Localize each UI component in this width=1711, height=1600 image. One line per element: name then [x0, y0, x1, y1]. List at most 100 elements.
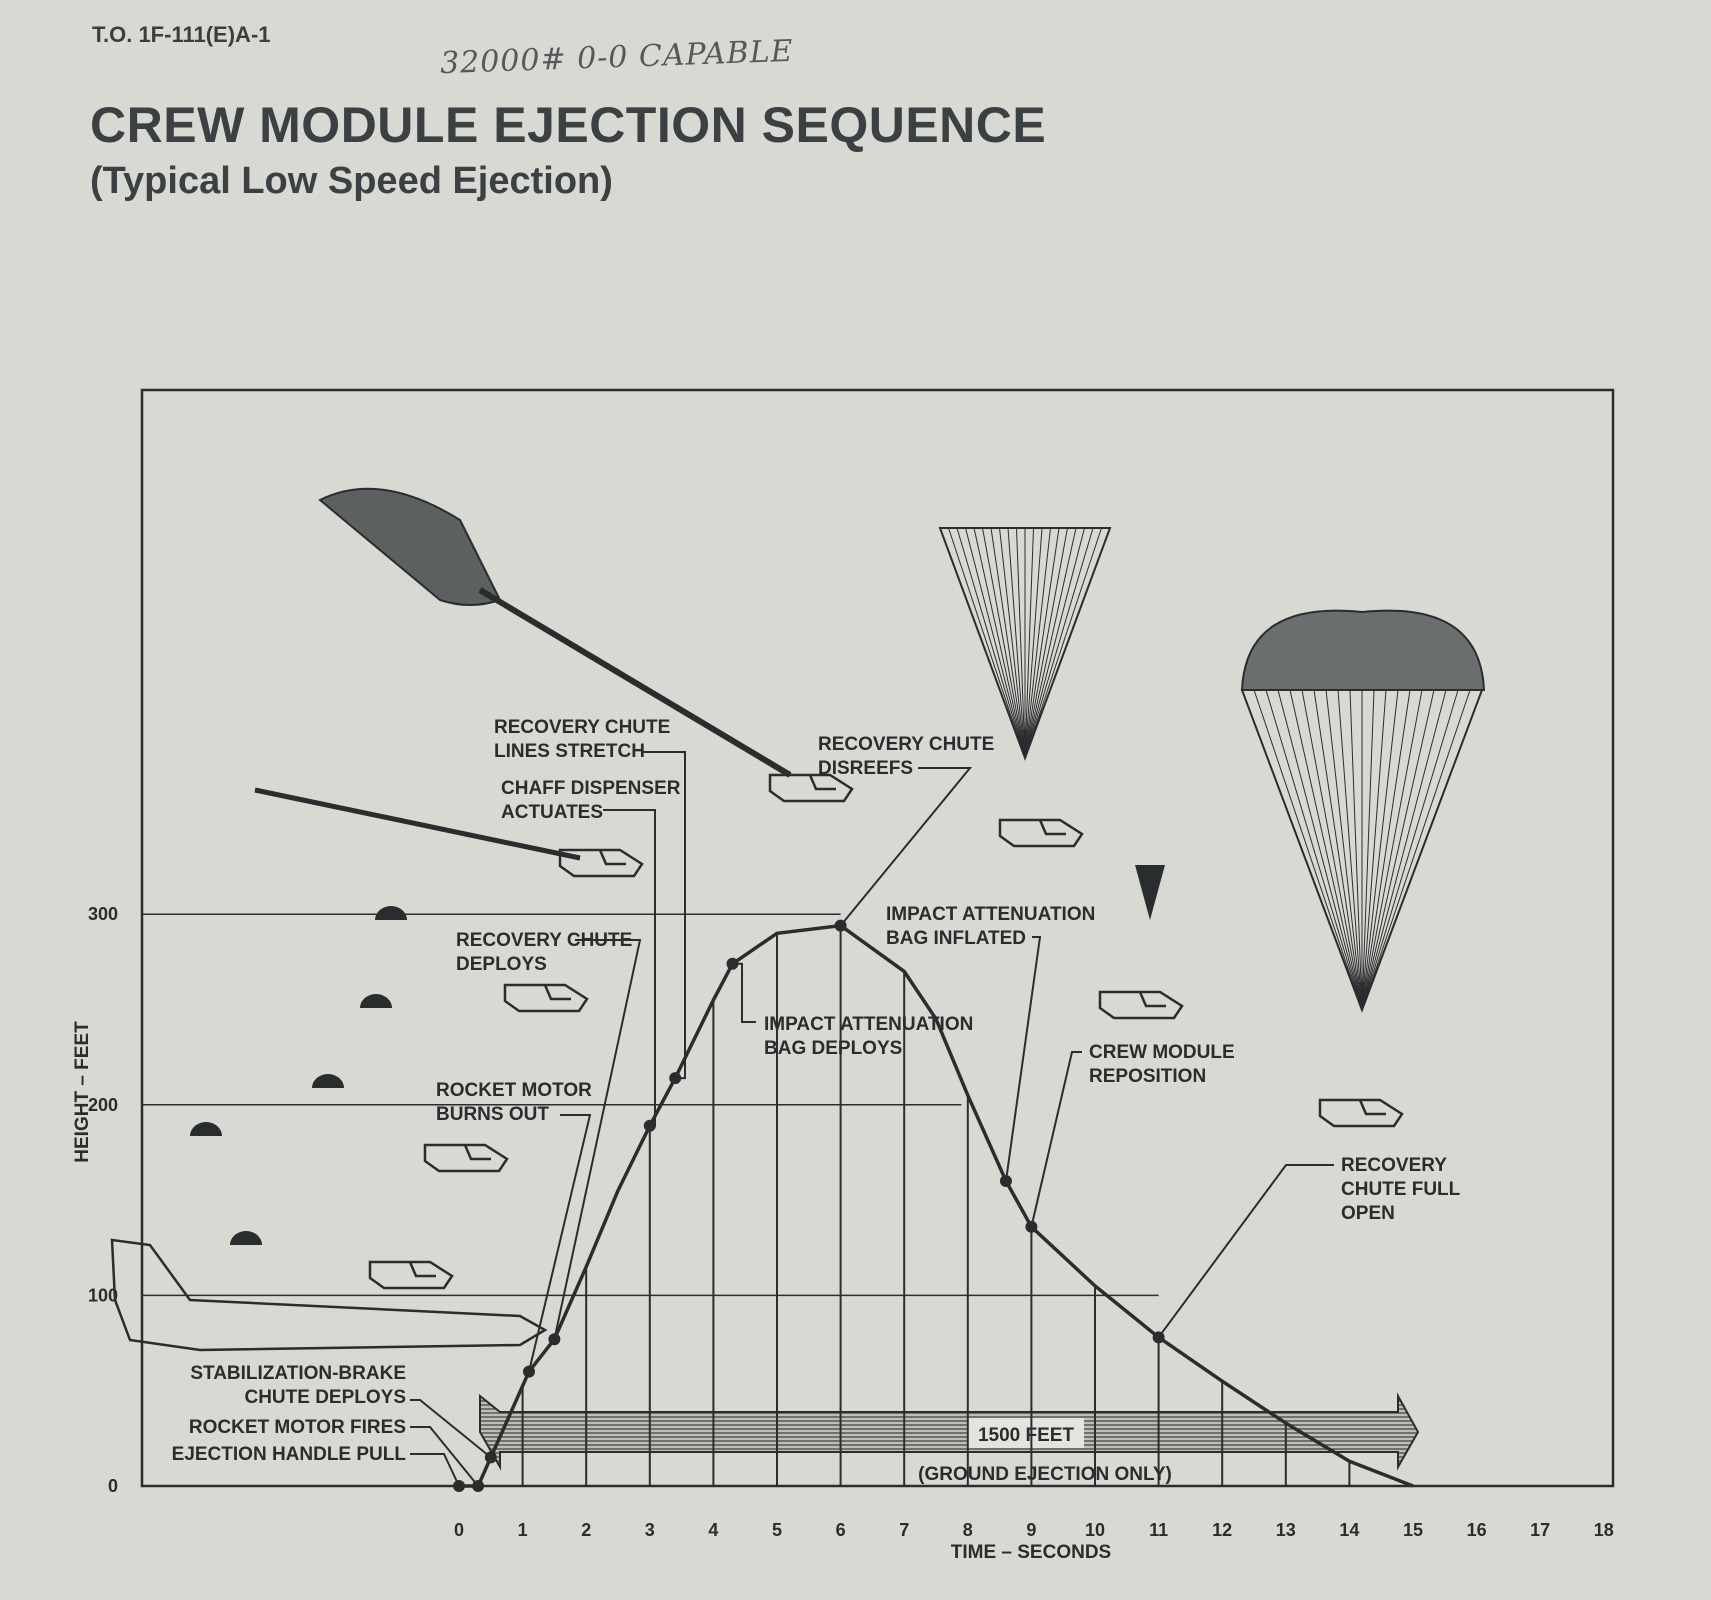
recovery-chute-full-open-icon-line [1325, 689, 1363, 1011]
leader-line [1030, 1051, 1082, 1228]
document-id: T.O. 1F-111(E)A-1 [92, 22, 271, 47]
recovery-chute-full-open-icon-line [1361, 689, 1471, 1011]
drogue-chute-icon [312, 1074, 344, 1088]
x-tick-label: 17 [1530, 1520, 1550, 1540]
recovery-chute-disreefed-icon-line [1024, 527, 1085, 759]
recovery-chute-disreefed-icon-line [1024, 527, 1051, 759]
recovery-chute-disreefed-icon-line [1024, 527, 1077, 759]
recovery-chute-full-open-icon-line [1277, 689, 1363, 1011]
recovery-chute-full-open-icon-line [1289, 689, 1363, 1011]
chute-lines-icon [478, 587, 792, 778]
x-axis-title: TIME – SECONDS [951, 1542, 1111, 1563]
x-tick-label: 0 [454, 1520, 464, 1540]
recovery-chute-full-open-icon-line [1361, 689, 1411, 1011]
recovery-chute-full-open-icon-line [1301, 689, 1363, 1011]
event-label-line: REPOSITION [1089, 1066, 1206, 1087]
y-tick-label: 300 [88, 904, 118, 924]
x-tick-label: 3 [645, 1520, 655, 1540]
crew-module-icon [1098, 990, 1184, 1020]
recovery-chute-full-open-icon-line [1313, 689, 1363, 1011]
distance-arrow [479, 1392, 1420, 1471]
recovery-chute-disreefed-icon-line [1024, 527, 1094, 759]
crew-module-icon [1318, 1098, 1404, 1128]
recovery-chute-disreefed-icon-line [1024, 527, 1034, 759]
event-label-line: RECOVERY CHUTE [818, 734, 994, 755]
recovery-chute-full-open-icon-line [1361, 689, 1459, 1011]
event-label: ROCKET MOTOR FIRES [189, 1417, 406, 1438]
page-title: CREW MODULE EJECTION SEQUENCE [90, 97, 1047, 153]
recovery-chute-disreefed-icon-line [1007, 527, 1026, 759]
event-point [548, 1333, 561, 1346]
x-tick-label: 8 [963, 1520, 973, 1540]
drogue-chute-icon [375, 906, 407, 920]
reefed-chute-icon [1135, 865, 1165, 920]
x-tick-label: 18 [1594, 1520, 1614, 1540]
leader-line [553, 939, 642, 1340]
leader-line [410, 1399, 492, 1459]
recovery-chute-full-open-icon-line [1265, 689, 1363, 1011]
recovery-chute-full-open-icon-line [1361, 689, 1483, 1011]
event-point [999, 1175, 1012, 1188]
event-label: CHAFF DISPENSER ACTUATES [501, 778, 681, 823]
event-label: IMPACT ATTENUATION BAG INFLATED [886, 904, 1095, 949]
crew-module-icon [998, 818, 1084, 848]
recovery-chute-full-open-icon-line [1337, 689, 1363, 1011]
event-point [669, 1072, 682, 1085]
recovery-chute-full-open-icon-line [1241, 689, 1363, 1011]
event-label-line: DISREEFS [818, 758, 913, 779]
event-label-line: EJECTION HANDLE PULL [172, 1444, 407, 1465]
x-tick-label: 14 [1339, 1520, 1359, 1540]
x-tick-label: 11 [1149, 1520, 1168, 1540]
event-point [472, 1480, 485, 1492]
event-label: RECOVERY CHUTE LINES STRETCH [494, 717, 670, 762]
event-label-line: LINES STRETCH [494, 741, 645, 762]
x-tick-label: 2 [581, 1520, 591, 1540]
event-label-line: OPEN [1341, 1203, 1395, 1224]
event-label-line: CHAFF DISPENSER [501, 778, 681, 799]
event-label: RECOVERY CHUTE DISREEFS [818, 734, 994, 779]
event-label-line: RECOVERY CHUTE [494, 717, 670, 738]
trajectory-line [459, 923, 1414, 1488]
y-tick-label: 0 [108, 1476, 118, 1496]
x-tick-label: 13 [1276, 1520, 1296, 1540]
distance-label: 1500 FEET [978, 1425, 1074, 1446]
crew-module-icon [423, 1143, 509, 1173]
recovery-chute-disreefed-icon-line [939, 527, 1026, 759]
recovery-chute-disreefed-icon-line [1024, 527, 1111, 759]
event-label-line: BAG INFLATED [886, 928, 1026, 949]
recovery-chute-disreefed-icon-line [965, 527, 1026, 759]
streamer-icon [254, 787, 581, 861]
recovery-chute-full-open-icon-line [1349, 689, 1363, 1011]
leader-line [1157, 1164, 1334, 1338]
event-point [1152, 1331, 1165, 1344]
event-point [453, 1480, 465, 1492]
leader-line [839, 767, 973, 927]
bagged-chute-icon [318, 487, 502, 606]
event-point [834, 919, 847, 932]
y-axis-title: HEIGHT – FEET [72, 1021, 93, 1163]
event-label-line: IMPACT ATTENUATION [764, 1014, 973, 1035]
event-label-line: ROCKET MOTOR FIRES [189, 1417, 406, 1438]
event-label-line: ACTUATES [501, 802, 603, 823]
recovery-chute-disreefed-icon-line [990, 527, 1026, 759]
aircraft-icon [110, 1238, 548, 1352]
distance-band: 1500 FEET (GROUND EJECTION ONLY) [479, 1392, 1420, 1485]
x-tick-label: 12 [1212, 1520, 1232, 1540]
leader-line [527, 1114, 592, 1372]
event-label-line: IMPACT ATTENUATION [886, 904, 1095, 925]
recovery-chute-disreefed-icon-line [948, 527, 1026, 759]
x-tick-label: 7 [899, 1520, 909, 1540]
x-tick-label: 15 [1403, 1520, 1423, 1540]
x-tick-label: 6 [836, 1520, 846, 1540]
event-label-line: DEPLOYS [456, 954, 547, 975]
y-tick-label: 100 [88, 1285, 118, 1305]
leader-line [732, 962, 756, 1023]
crew-module-icon [368, 1260, 454, 1290]
crew-module-icon [503, 983, 589, 1013]
x-tick-label: 5 [772, 1520, 782, 1540]
crew-module-icon [558, 848, 644, 878]
recovery-chute-full-open-icon-line [1253, 689, 1363, 1011]
recovery-chute-full-open-icon-line [1361, 689, 1375, 1011]
